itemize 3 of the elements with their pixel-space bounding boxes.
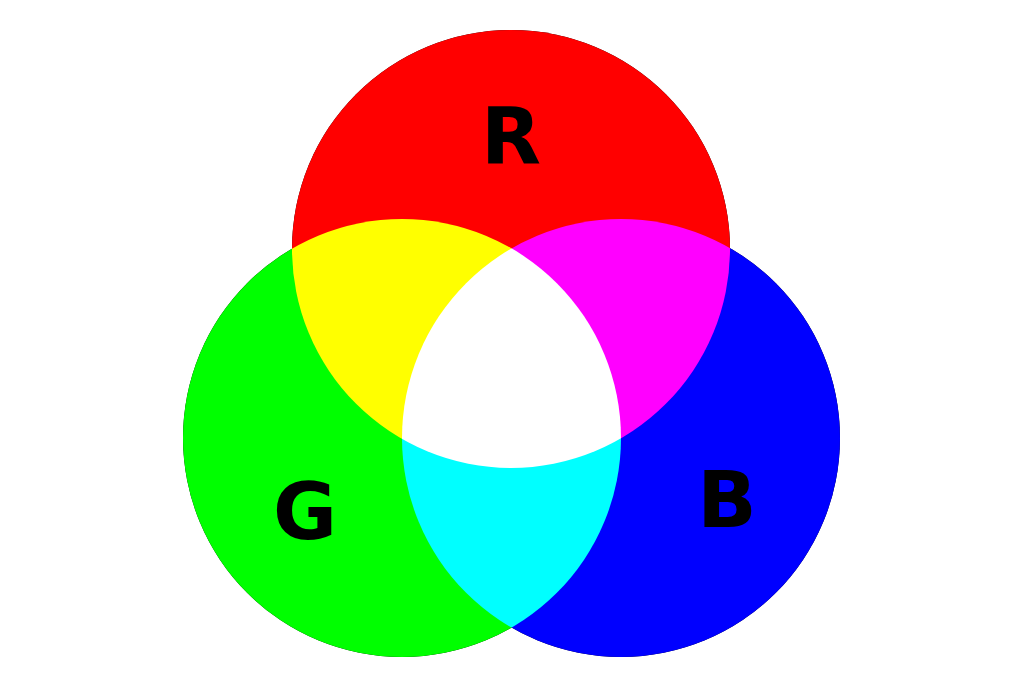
circle-label: B [697, 461, 757, 539]
circle-label: R [480, 98, 542, 176]
circle-label: G [273, 473, 337, 551]
